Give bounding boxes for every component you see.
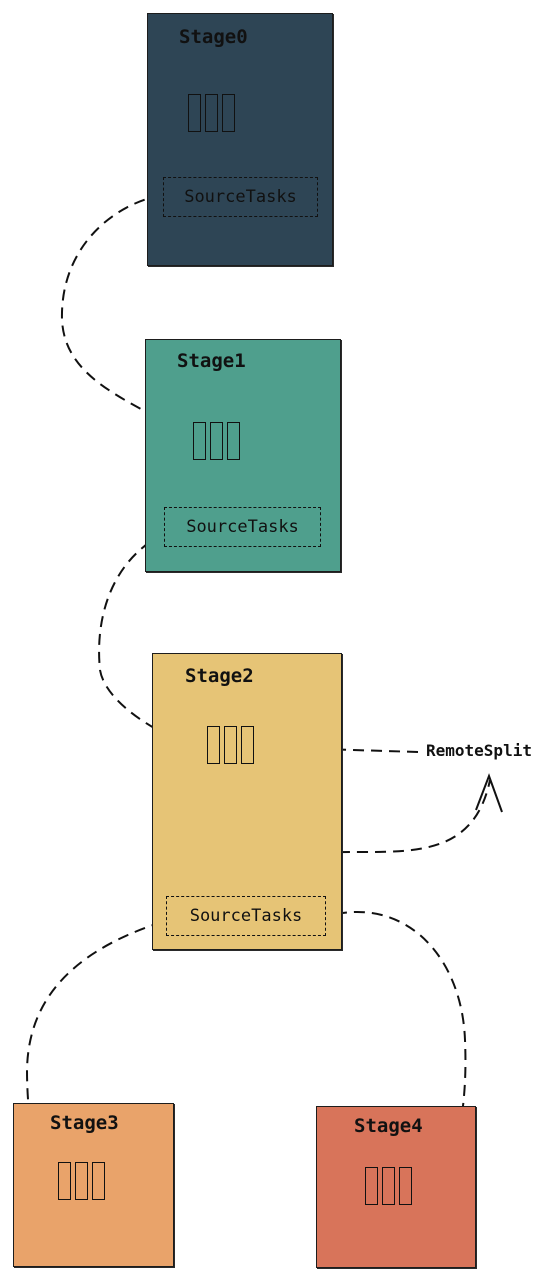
task-icon bbox=[58, 1162, 71, 1200]
task-icon bbox=[207, 726, 220, 764]
task-icon bbox=[241, 726, 254, 764]
task-icon bbox=[227, 422, 240, 460]
connector-stage2-to-remotesplit bbox=[243, 779, 491, 889]
stage-2-title: Stage2 bbox=[185, 665, 254, 687]
stage-0-source-tasks: SourceTasks bbox=[163, 177, 318, 217]
stage-3-title: Stage3 bbox=[50, 1112, 119, 1134]
remote-split-label: RemoteSplit bbox=[426, 741, 532, 760]
stage-1-task-group bbox=[193, 422, 240, 460]
task-icon bbox=[224, 726, 237, 764]
stage-2-task-group bbox=[207, 726, 254, 764]
stage-0-title: Stage0 bbox=[179, 26, 248, 48]
stage-0-box: Stage0 SourceTasks bbox=[147, 13, 333, 266]
task-icon bbox=[222, 94, 235, 132]
stage-4-box: Stage4 bbox=[316, 1106, 476, 1268]
task-icon bbox=[399, 1167, 412, 1205]
task-icon bbox=[92, 1162, 105, 1200]
task-icon bbox=[205, 94, 218, 132]
connector-stage1-to-stage2 bbox=[98, 541, 191, 746]
stage-1-source-tasks: SourceTasks bbox=[164, 507, 321, 547]
task-icon bbox=[193, 422, 206, 460]
stage-2-box: Stage2 SourceTasks bbox=[152, 653, 342, 950]
stage-2-source-tasks: SourceTasks bbox=[166, 896, 326, 936]
stage-4-task-group bbox=[365, 1167, 412, 1205]
stage-4-title: Stage4 bbox=[354, 1115, 423, 1137]
stage-3-task-group bbox=[58, 1162, 105, 1200]
stage-1-box: Stage1 SourceTasks bbox=[145, 339, 341, 572]
arrowhead-icon bbox=[475, 773, 503, 813]
stage-1-title: Stage1 bbox=[177, 350, 246, 372]
connector-remotesplit-to-stage2 bbox=[289, 747, 419, 753]
task-icon bbox=[188, 94, 201, 132]
connector-stage0-to-stage1 bbox=[60, 194, 183, 433]
task-icon bbox=[365, 1167, 378, 1205]
stage-0-task-group bbox=[188, 94, 235, 132]
connector-stage2-to-stage4 bbox=[335, 911, 467, 1191]
stage-3-box: Stage3 bbox=[13, 1103, 174, 1267]
task-icon bbox=[382, 1167, 395, 1205]
task-icon bbox=[75, 1162, 88, 1200]
task-icon bbox=[210, 422, 223, 460]
